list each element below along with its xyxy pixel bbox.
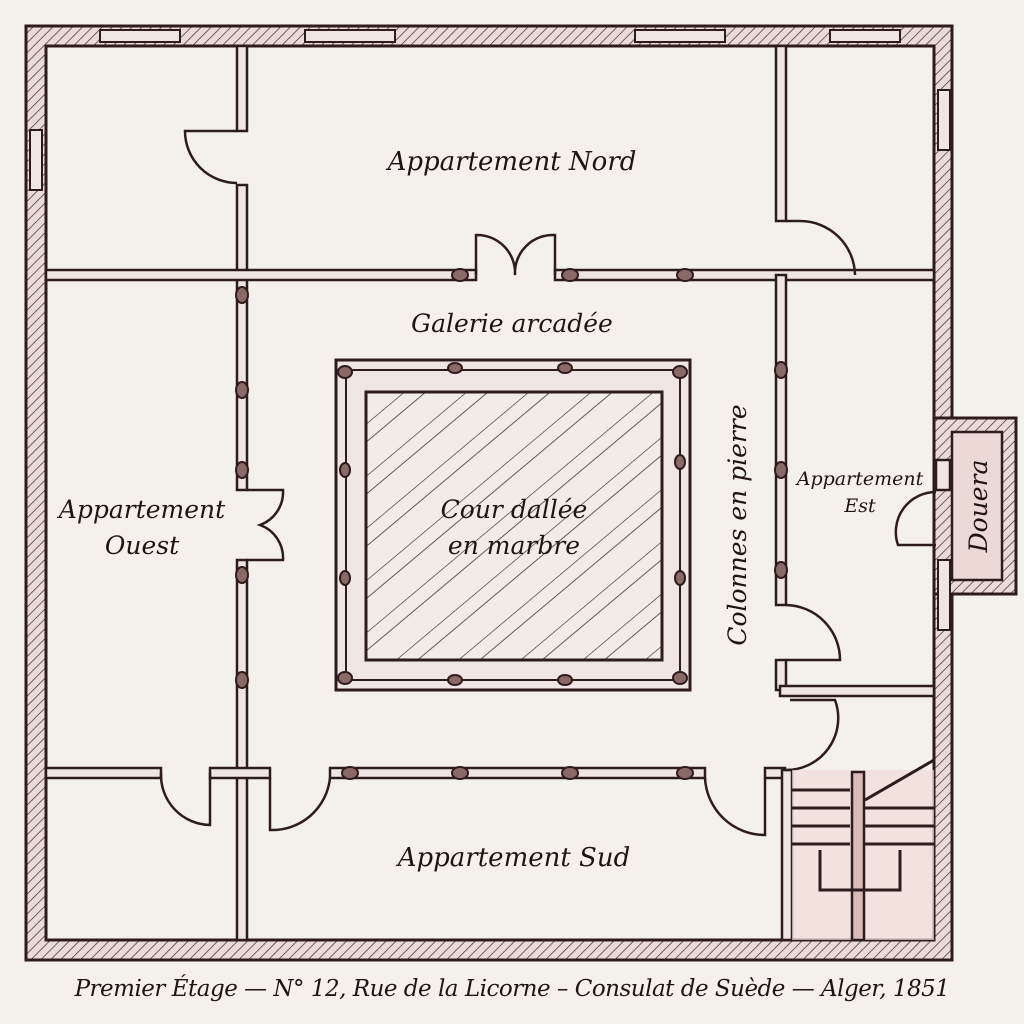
doors: [159, 129, 937, 837]
label-cour-1: Cour dallée: [441, 495, 588, 524]
label-douera: Douera: [964, 460, 993, 554]
courtyard: [334, 358, 692, 692]
label-galerie-arcadee: Galerie arcadée: [411, 309, 613, 338]
label-appartement-nord: Appartement Nord: [386, 147, 637, 177]
label-appartement-est-2: Est: [843, 495, 876, 517]
label-appartement-ouest-2: Ouest: [105, 531, 180, 560]
stone-columns: [235, 268, 788, 780]
label-appartement-sud: Appartement Sud: [396, 843, 631, 873]
label-cour-2: en marbre: [448, 531, 580, 560]
outer-walls: [24, 24, 1018, 962]
label-appartement-ouest-1: Appartement: [57, 495, 226, 524]
staircase: [792, 758, 935, 942]
label-appartement-est-1: Appartement: [795, 468, 924, 490]
label-colonnes-en-pierre: Colonnes en pierre: [723, 404, 752, 645]
plan-caption: Premier Étage — N° 12, Rue de la Licorne…: [74, 976, 950, 1002]
